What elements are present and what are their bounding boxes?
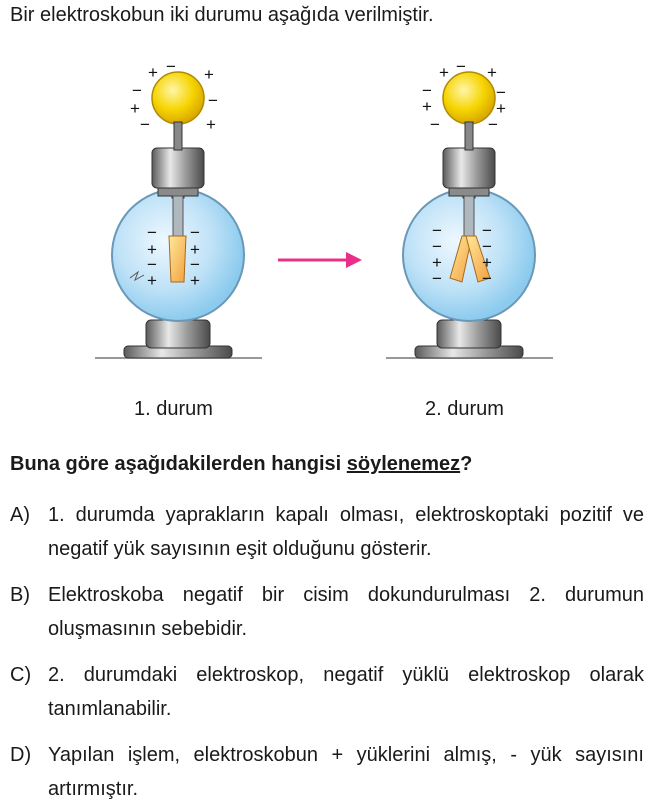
electroscope-2: + − + − + − + − − − − − − + + − − — [386, 57, 553, 359]
option-d[interactable]: D) Yapılan işlem, elektroskobun + yükler… — [10, 738, 644, 806]
charge-sign: − — [432, 221, 442, 240]
charge-sign: − — [190, 255, 200, 274]
caption-state-2: 2. durum — [425, 398, 504, 420]
conductor-1 — [172, 195, 184, 239]
electroscope-figure: + − + − + − − + − − + + − − + + — [95, 57, 553, 359]
charge-sign: + — [482, 253, 492, 272]
charge-sign: + — [147, 240, 157, 259]
charge-sign: + — [204, 65, 214, 84]
charge-sign: − — [140, 115, 150, 134]
charge-sign: + — [496, 99, 506, 118]
stand-1 — [145, 319, 211, 349]
option-letter: A) — [10, 504, 30, 526]
charge-sign: − — [430, 115, 440, 134]
collar-2 — [448, 187, 490, 197]
electroscope-1: + − + − + − − + − − + + − − + + — [95, 57, 262, 359]
charge-sign: − — [456, 57, 466, 76]
charge-sign: + — [439, 63, 449, 82]
question-mark: ? — [460, 453, 473, 475]
option-text: 2. durumdaki elektroskop, negatif yüklü … — [48, 664, 644, 720]
charge-sign: − — [132, 81, 142, 100]
charge-sign: − — [482, 269, 492, 288]
intro-text: Bir elektroskobun iki durumu aşağıda ver… — [10, 4, 434, 26]
charge-sign: + — [432, 253, 442, 272]
charge-sign: + — [422, 97, 432, 116]
option-text: Elektroskoba negatif bir cisim dokunduru… — [48, 584, 644, 640]
option-text: Yapılan işlem, elektroskobun + yüklerini… — [48, 744, 644, 800]
charge-sign: + — [487, 63, 497, 82]
charge-sign: − — [496, 83, 506, 102]
charge-sign: + — [147, 271, 157, 290]
leaves-closed — [168, 235, 187, 283]
question-emphasis: söylenemez — [346, 453, 461, 475]
bulb-mark-1 — [129, 270, 145, 282]
option-b[interactable]: B) Elektroskoba negatif bir cisim dokund… — [10, 578, 644, 646]
charge-sign: − — [147, 223, 157, 242]
cap-2 — [442, 147, 496, 189]
question-stem: Buna göre aşağıdakilerden hangisi söylen… — [10, 453, 472, 476]
charge-sign: − — [422, 81, 432, 100]
transition-arrow — [278, 252, 362, 268]
option-letter: C) — [10, 664, 32, 686]
cap-1 — [151, 147, 205, 189]
charge-sign: + — [190, 240, 200, 259]
option-text: 1. durumda yaprakların kapalı olması, el… — [48, 504, 644, 560]
knob-stem-1 — [173, 121, 183, 151]
stand-2 — [436, 319, 502, 349]
charge-sign: − — [482, 221, 492, 240]
charge-sign: − — [208, 91, 218, 110]
charge-sign: + — [130, 99, 140, 118]
option-a[interactable]: A) 1. durumda yaprakların kapalı olması,… — [10, 498, 644, 566]
knob-1 — [151, 71, 205, 125]
charge-sign: − — [482, 237, 492, 256]
charge-sign: + — [148, 63, 158, 82]
option-letter: D) — [10, 744, 32, 766]
option-letter: B) — [10, 584, 30, 606]
option-c[interactable]: C) 2. durumdaki elektroskop, negatif yük… — [10, 658, 644, 726]
charge-sign: − — [488, 115, 498, 134]
question-text: Buna göre aşağıdakilerden hangisi — [10, 453, 347, 475]
charge-sign: − — [147, 255, 157, 274]
collar-1 — [157, 187, 199, 197]
charge-sign: + — [206, 115, 216, 134]
charge-sign: − — [166, 57, 176, 76]
leaf-right-open — [465, 235, 491, 283]
charge-sign: + — [190, 271, 200, 290]
knob-stem-2 — [464, 121, 474, 151]
conductor-2 — [463, 195, 475, 239]
charge-sign: − — [190, 223, 200, 242]
charge-sign: − — [432, 237, 442, 256]
caption-state-1: 1. durum — [134, 398, 213, 420]
charge-sign: − — [432, 269, 442, 288]
